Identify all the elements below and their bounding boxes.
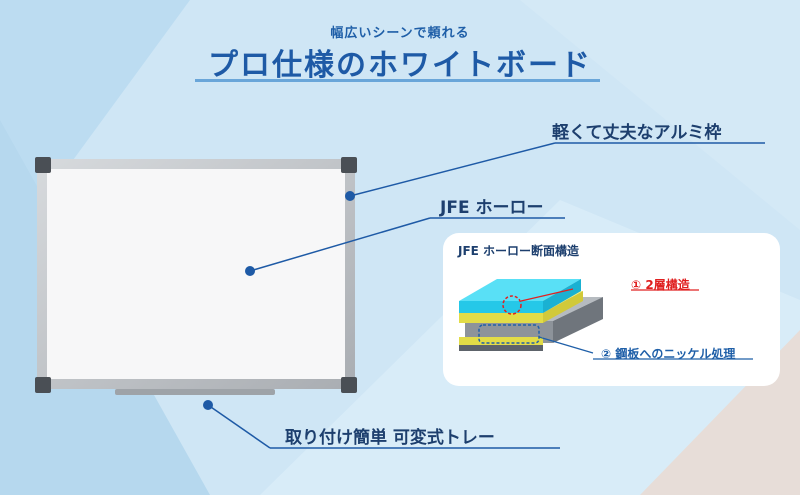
page-title: プロ仕様のホワイトボード	[208, 48, 592, 83]
header-subtitle: 幅広いシーンで頼れる	[330, 26, 470, 41]
corner-bottom-right	[341, 377, 357, 393]
white-surface	[47, 169, 345, 379]
tray-dot	[203, 400, 213, 410]
cross-section-title: JFE ホーロー断面構造	[458, 244, 580, 258]
cross-section-diagram	[459, 279, 753, 360]
nickel-treatment-callout: ② 鋼板へのニッケル処理	[601, 347, 736, 361]
corner-bottom-left	[35, 377, 51, 393]
surface-feature-label: JFE ホーロー	[440, 198, 544, 218]
tray-feature-label: 取り付け簡単 可変式トレー	[285, 428, 495, 448]
surface-dot	[245, 266, 255, 276]
frame-dot	[345, 191, 355, 201]
whiteboard-illustration	[35, 157, 357, 395]
corner-top-left	[35, 157, 51, 173]
title-underline	[195, 79, 600, 82]
two-layer-callout: ① 2層構造	[631, 278, 690, 292]
frame-feature-label: 軽くて丈夫なアルミ枠	[552, 123, 722, 143]
corner-top-right	[341, 157, 357, 173]
marker-tray	[115, 389, 275, 395]
cross-section-panel: JFE ホーロー断面構造 ① 2層構造 ② 鋼板へのニッケル処理	[443, 233, 780, 386]
